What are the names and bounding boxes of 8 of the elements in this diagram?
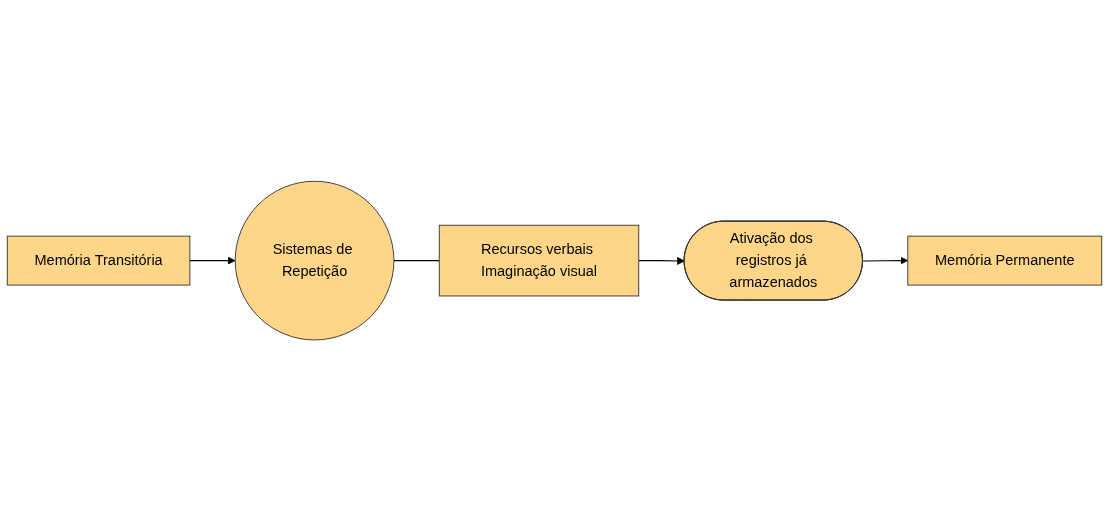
arrow	[862, 257, 909, 265]
node-box: Recursos verbais Imaginação visual	[438, 225, 640, 297]
arrow	[189, 257, 236, 265]
node-box: Memória Permanente	[907, 236, 1103, 286]
node-box: Memória Transitória	[6, 236, 191, 286]
connector	[393, 260, 440, 262]
node-circle: Sistemas de Repetição	[234, 181, 395, 341]
arrow	[638, 257, 685, 266]
